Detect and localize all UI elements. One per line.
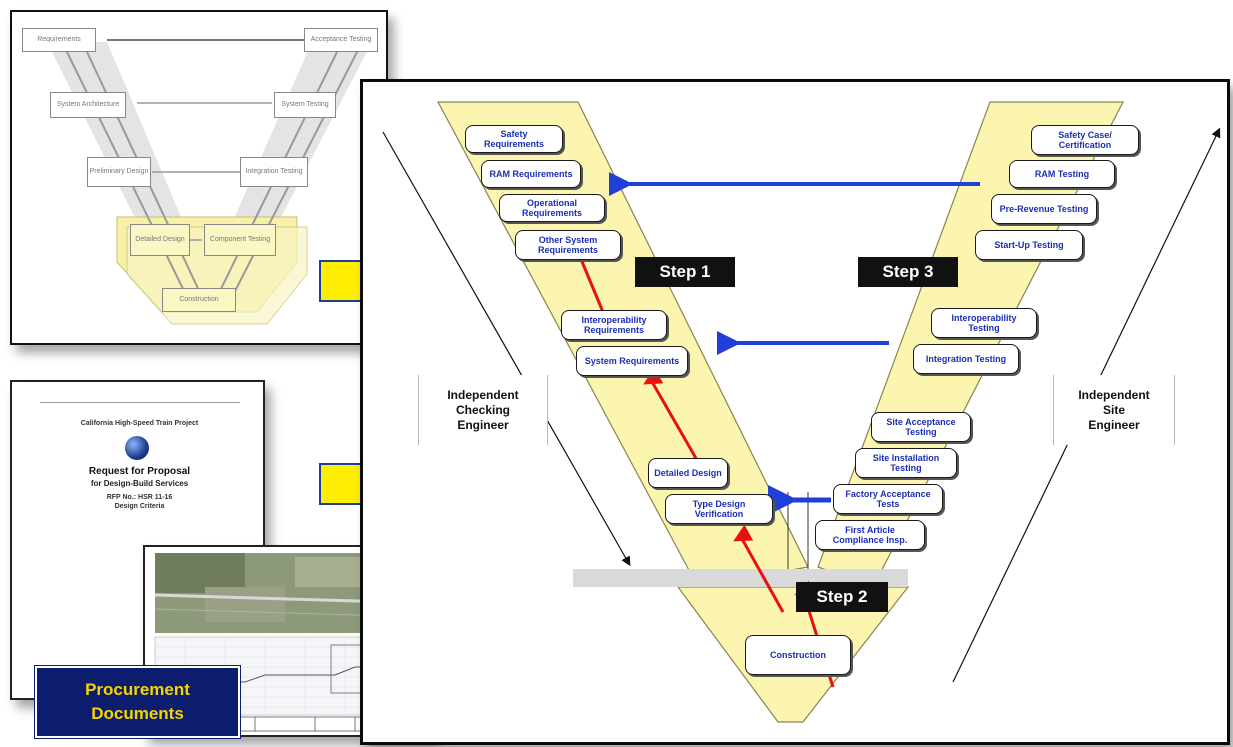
site-engineer-line-2: Site (1102, 402, 1125, 417)
step-2-label: Step 2 (796, 582, 888, 612)
main-vmodel-panel: Safety Requirements RAM Requirements Ope… (360, 79, 1230, 745)
box-pre-revenue-testing: Pre-Revenue Testing (991, 194, 1097, 224)
procurement-label-line-2: Documents (91, 704, 184, 723)
box-integration-testing: Integration Testing (913, 344, 1019, 374)
box-first-article-compliance: First Article Compliance Insp. (815, 520, 925, 550)
procurement-documents-label: Procurement Documents (35, 666, 240, 738)
step-1-label: Step 1 (635, 257, 735, 287)
box-other-system-requirements: Other System Requirements (515, 230, 621, 260)
site-engineer-line-1: Independent (1078, 387, 1150, 402)
rfp-subtitle: for Design-Build Services (90, 479, 189, 488)
mini-box-acceptance-testing: Acceptance Testing (304, 28, 378, 52)
checking-engineer-line-1: Independent (447, 387, 519, 402)
checking-engineer-line-2: Checking (455, 402, 510, 417)
box-ram-testing: RAM Testing (1009, 160, 1115, 188)
mini-box-component-testing: Component Testing (204, 224, 276, 256)
box-site-installation-testing: Site Installation Testing (855, 448, 957, 478)
mini-box-construction: Construction (162, 288, 236, 312)
step-3-label: Step 3 (858, 257, 958, 287)
rfp-header: California High-Speed Train Project (80, 420, 199, 427)
mini-box-preliminary-design: Preliminary Design (87, 157, 151, 187)
site-engineer-line-3: Engineer (1088, 417, 1140, 432)
box-safety-case-certification: Safety Case/ Certification (1031, 125, 1139, 155)
box-system-requirements: System Requirements (576, 346, 688, 376)
rfp-number: RFP No.: HSR 11-16 (106, 494, 173, 501)
box-safety-requirements: Safety Requirements (465, 125, 563, 153)
box-detailed-design: Detailed Design (648, 458, 728, 488)
box-factory-acceptance-tests: Factory Acceptance Tests (833, 484, 943, 514)
checking-engineer-line-3: Engineer (457, 417, 509, 432)
box-ram-requirements: RAM Requirements (481, 160, 581, 188)
mini-box-requirements: Requirements (22, 28, 96, 52)
mini-box-detailed-design: Detailed Design (130, 224, 190, 256)
box-site-acceptance-testing: Site Acceptance Testing (871, 412, 971, 442)
rfp-header-rule (40, 402, 240, 403)
box-start-up-testing: Start-Up Testing (975, 230, 1083, 260)
mini-vmodel-panel: Requirements Acceptance Testing System A… (10, 10, 388, 345)
mini-box-system-testing: System Testing (274, 92, 336, 118)
globe-logo-icon (125, 436, 149, 460)
procurement-label-line-1: Procurement (85, 680, 190, 699)
independent-checking-engineer: Independent Checking Engineer (418, 375, 548, 445)
box-construction: Construction (745, 635, 851, 675)
mini-box-system-architecture: System Architecture (50, 92, 126, 118)
independent-site-engineer: Independent Site Engineer (1053, 375, 1175, 445)
rfp-title: Request for Proposal (88, 466, 191, 477)
rfp-volume: Design Criteria (114, 503, 165, 510)
box-interoperability-testing: Interoperability Testing (931, 308, 1037, 338)
box-interoperability-requirements: Interoperability Requirements (561, 310, 667, 340)
box-operational-requirements: Operational Requirements (499, 194, 605, 222)
box-type-design-verification: Type Design Verification (665, 494, 773, 524)
mini-box-integration-testing: Integration Testing (240, 157, 308, 187)
